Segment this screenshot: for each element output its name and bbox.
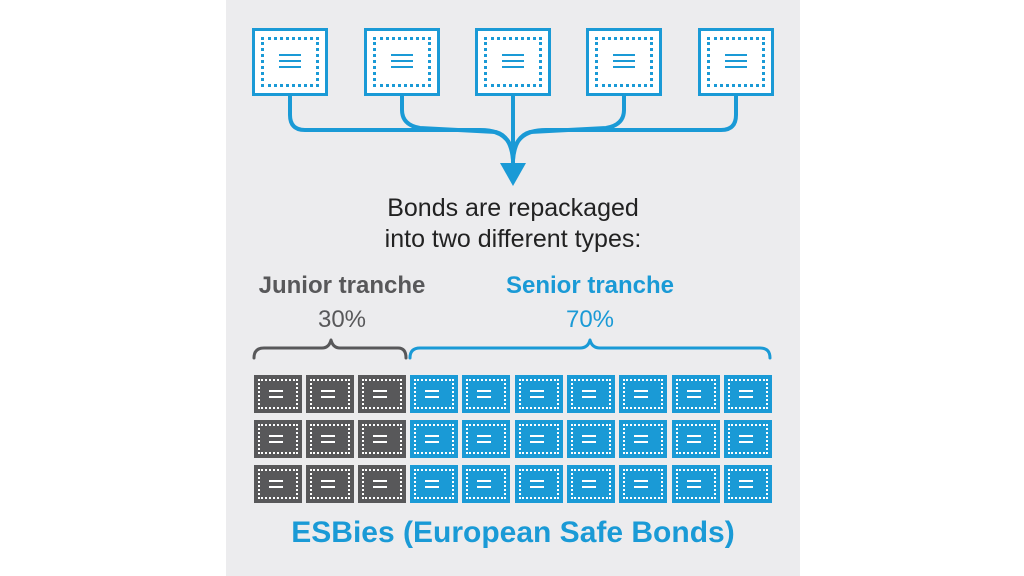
bond-icon <box>358 465 406 503</box>
bond-icon <box>586 28 662 96</box>
senior-brace-icon <box>408 338 772 360</box>
senior-tranche-label: Senior tranche <box>505 272 675 299</box>
bond-icon <box>698 28 774 96</box>
bond-icon <box>254 420 302 458</box>
bond-icon <box>254 375 302 413</box>
bond-icon <box>410 375 458 413</box>
connector-5 <box>511 94 738 162</box>
junior-tranche-label: Junior tranche <box>258 272 426 299</box>
bond-icon <box>619 375 668 413</box>
bond-icon <box>566 420 615 458</box>
caption-line-2: into two different types: <box>384 225 642 253</box>
senior-tranche-percent: 70% <box>565 306 615 333</box>
bond-icon <box>462 465 511 503</box>
bond-icon <box>410 465 458 503</box>
bond-icon <box>619 465 668 503</box>
bond-icon <box>306 375 354 413</box>
bond-icon <box>475 28 551 96</box>
bond-icon <box>254 465 302 503</box>
caption: Bonds are repackaged into two different … <box>226 193 800 255</box>
arrow-down-icon <box>500 163 526 186</box>
bond-icon <box>514 465 563 503</box>
bond-icon <box>566 465 615 503</box>
bond-icon <box>619 420 668 458</box>
bond-icon <box>252 28 328 96</box>
connector-2 <box>400 94 515 162</box>
bond-icon <box>723 420 772 458</box>
bond-icon <box>358 420 406 458</box>
bond-icon <box>723 375 772 413</box>
bond-icon <box>514 420 563 458</box>
bond-icon <box>410 420 458 458</box>
bond-icon <box>358 375 406 413</box>
bond-icon <box>671 465 720 503</box>
bond-icon <box>306 420 354 458</box>
bond-icon <box>462 375 511 413</box>
junior-brace-icon <box>252 338 408 360</box>
bond-icon <box>514 375 563 413</box>
bond-icon <box>566 375 615 413</box>
esbies-title: ESBies (European Safe Bonds) <box>291 516 735 549</box>
bond-icon <box>671 420 720 458</box>
bond-icon <box>462 420 511 458</box>
bond-icon <box>671 375 720 413</box>
bond-icon <box>364 28 440 96</box>
bond-icon <box>723 465 772 503</box>
junior-tranche-percent: 30% <box>317 306 367 333</box>
caption-line-1: Bonds are repackaged <box>387 194 639 222</box>
bond-icon <box>306 465 354 503</box>
